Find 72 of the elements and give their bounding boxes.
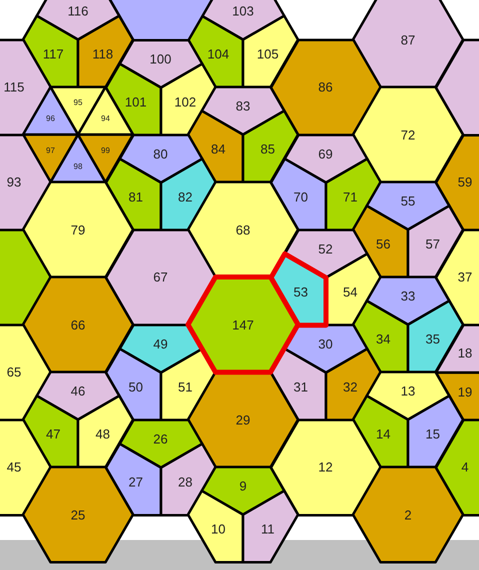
cell-number: 47 xyxy=(46,428,60,441)
cell-number: 13 xyxy=(400,384,416,398)
cell-number: 67 xyxy=(153,270,168,284)
cell-number: 98 xyxy=(74,162,82,171)
cell-number: 72 xyxy=(400,128,416,142)
cell-number: 33 xyxy=(400,290,416,303)
cell-number: 18 xyxy=(458,346,472,360)
cell-number: 45 xyxy=(6,460,22,474)
cell-number: 100 xyxy=(150,52,172,66)
cell-number: 147 xyxy=(232,318,254,332)
cell-number: 27 xyxy=(128,475,143,488)
cell-number: 102 xyxy=(174,95,196,108)
cell-number: 96 xyxy=(46,115,55,124)
cell-number: 30 xyxy=(318,337,333,350)
cell-number: 50 xyxy=(128,380,143,394)
cell-number: 10 xyxy=(211,522,226,536)
cell-number: 83 xyxy=(236,100,250,113)
cell-number: 35 xyxy=(426,332,440,346)
cell-number: 55 xyxy=(400,194,416,208)
cell-number: 66 xyxy=(70,318,86,332)
cell-number: 26 xyxy=(153,432,168,446)
cell-number: 93 xyxy=(6,176,22,189)
cell-number: 82 xyxy=(178,190,192,204)
cell-number: 34 xyxy=(376,332,390,346)
cell-number: 31 xyxy=(294,380,308,394)
cell-number: 118 xyxy=(92,48,114,61)
cell-number: 53 xyxy=(294,285,308,298)
cell-number: 2 xyxy=(404,508,412,522)
cell-number: 28 xyxy=(178,475,192,488)
cell-number: 80 xyxy=(153,147,168,160)
cell-number: 37 xyxy=(458,270,472,284)
cell-number: 59 xyxy=(458,176,472,189)
cell-number: 105 xyxy=(256,48,279,61)
cell-number: 14 xyxy=(376,428,390,441)
cell-number: 94 xyxy=(101,115,110,124)
cell-number: 12 xyxy=(318,460,333,474)
cell-number: 84 xyxy=(211,142,226,156)
cell-number: 95 xyxy=(74,99,82,108)
cell-number: 103 xyxy=(232,4,254,18)
cell-number: 29 xyxy=(236,413,250,426)
cell-number: 15 xyxy=(426,428,440,441)
cell-number: 79 xyxy=(70,223,86,236)
cell-number: 86 xyxy=(318,80,333,94)
cell-number: 11 xyxy=(261,522,274,536)
cell-number: 49 xyxy=(153,337,168,350)
cell-number: 52 xyxy=(318,242,333,256)
cell-number: 115 xyxy=(4,80,24,94)
cell-number: 9 xyxy=(239,480,247,493)
cell-number: 87 xyxy=(400,34,416,46)
cell-number: 97 xyxy=(46,146,55,155)
cell-number: 117 xyxy=(42,48,64,61)
cell-number: 48 xyxy=(96,428,110,441)
cell-number: 4 xyxy=(461,460,469,474)
cell-number: 25 xyxy=(70,508,86,522)
cell-number: 19 xyxy=(458,385,472,398)
cell-number: 99 xyxy=(101,146,110,155)
cell-number: 65 xyxy=(6,366,22,379)
cell-number: 69 xyxy=(318,147,333,160)
cell-number: 116 xyxy=(68,4,88,18)
cell-number: 71 xyxy=(343,190,358,204)
cell-number: 68 xyxy=(236,223,250,236)
cell-number: 70 xyxy=(294,190,308,204)
cell-number: 81 xyxy=(128,190,143,204)
cell-number: 46 xyxy=(70,384,86,398)
cell-number: 51 xyxy=(178,380,192,394)
cell-number: 104 xyxy=(207,48,230,61)
cell-number: 101 xyxy=(124,95,147,108)
cell-number: 85 xyxy=(260,142,275,156)
cell-number: 57 xyxy=(426,238,440,251)
cell-number: 54 xyxy=(343,285,358,298)
cell-number: 56 xyxy=(376,238,390,251)
cell-number: 32 xyxy=(343,380,358,394)
